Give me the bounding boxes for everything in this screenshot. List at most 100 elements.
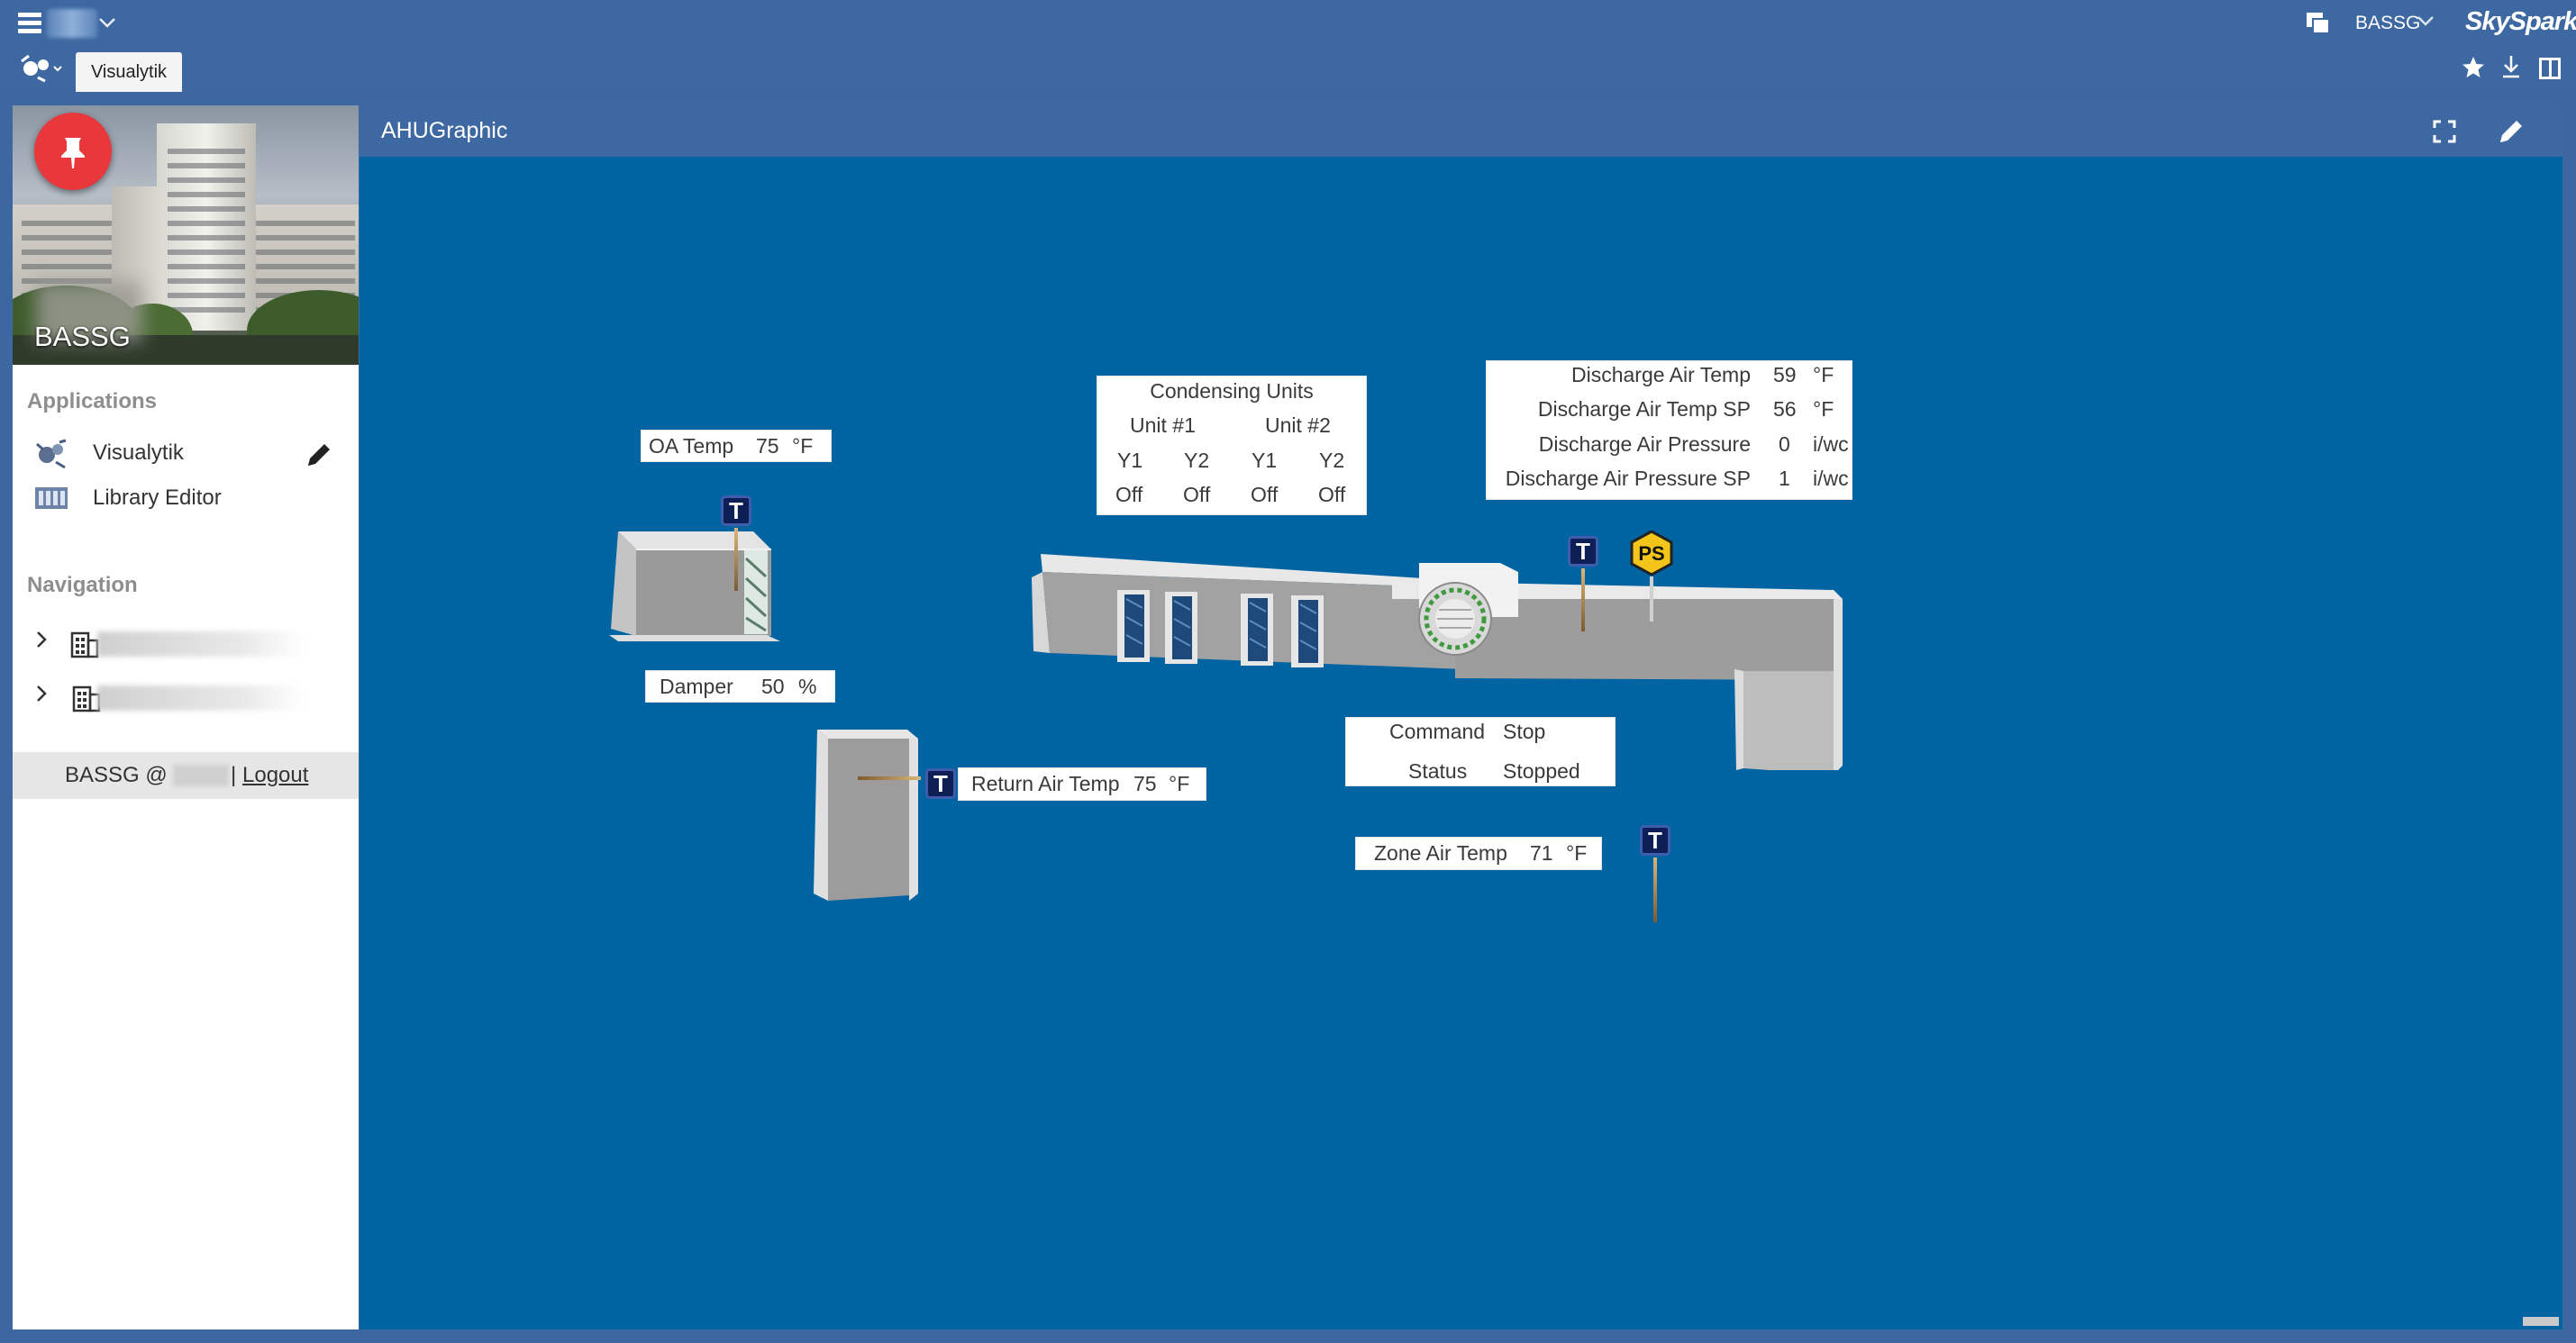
footer-separator: | [231,763,237,787]
discharge-air-pressure-value: 0 [1779,432,1790,456]
discharge-air-temp-value: 59 [1773,363,1797,386]
chevron-right-icon[interactable] [34,628,50,658]
outside-air-intake [609,531,780,641]
site-name: BASSG [34,321,131,352]
top-bar [0,0,2576,92]
discharge-air-temp-sp-unit: °F [1813,397,1834,421]
nav-label-redacted [97,631,305,657]
unit-1-label: Unit #1 [1130,413,1196,437]
unit-1-y2-label: Y2 [1184,449,1210,472]
damper-value: 50 [761,675,785,698]
discharge-air-pressure-sp-label: Discharge Air Pressure SP [1505,467,1751,490]
discharge-air-pressure-unit: i/wc [1813,432,1849,456]
sensor-probe [734,528,738,591]
discharge-air-temp-sp-label: Discharge Air Temp SP [1537,397,1751,421]
return-air-duct [814,730,918,901]
user-menu[interactable]: BASSG [2355,13,2421,33]
logout-link[interactable]: Logout [242,763,309,787]
app-item-library-editor[interactable]: Library Editor [34,482,341,518]
app-switcher-button[interactable] [18,54,65,83]
sensor-probe [1581,568,1585,631]
oa-temp-value: 75 [756,434,779,458]
unit-1-y1-state: Off [1115,483,1143,506]
brand-logo: SkySpark [2465,7,2576,36]
unit-2-y1-state: Off [1251,483,1279,506]
damper-label: Damper [660,675,733,698]
app-label: Library Editor [93,485,222,510]
footer-user: BASSG @ [65,763,168,787]
chevron-down-icon[interactable] [2416,11,2435,36]
condensing-units-title: Condensing Units [1150,379,1314,403]
sensor-probe [1650,576,1653,622]
return-air-temp-unit: °F [1169,772,1190,795]
nav-label-redacted [97,685,305,711]
damper-box: Damper 50 % [645,670,835,703]
zone-air-temp-value: 71 [1530,841,1553,865]
tab-visualytik[interactable]: Visualytik [76,52,182,92]
sensor-probe [1653,858,1657,922]
app-label: Visualytik [93,440,184,465]
nav-item[interactable] [34,678,332,718]
oa-temp-unit: °F [792,434,814,458]
panel-title: AHUGraphic [381,118,508,143]
status-indicator [2523,1317,2559,1326]
star-icon[interactable] [2462,56,2485,86]
return-air-temp-label: Return Air Temp [971,772,1120,795]
building-icon [72,685,101,712]
unit-2-y1-label: Y1 [1252,449,1278,472]
visualytik-icon [36,439,67,469]
visualytik-icon [21,54,62,83]
fan-command-label: Command [1389,720,1486,743]
project-selector[interactable] [47,9,97,38]
building-icon [70,631,99,658]
hamburger-icon[interactable] [18,13,41,34]
fullscreen-icon[interactable] [2433,120,2456,143]
app-item-visualytik[interactable]: Visualytik [34,437,341,473]
oa-temp-label: OA Temp [649,434,734,458]
navigation-heading: Navigation [27,573,138,597]
pressure-sensor-icon: PS [1630,531,1673,576]
condensing-units-box: Condensing Units Unit #1 Unit #2 Y1 Y2 Y… [1097,376,1367,515]
unit-2-y2-state: Off [1318,483,1346,506]
temperature-sensor-icon: T [925,768,956,799]
discharge-air-temp-label: Discharge Air Temp [1571,363,1751,386]
pressure-sensor-label: PS [1638,542,1664,565]
pin-icon [61,138,85,168]
site-hero-image [13,105,359,365]
zone-air-temp-unit: °F [1566,841,1588,865]
discharge-air-pressure-label: Discharge Air Pressure [1538,432,1751,456]
windows-icon[interactable] [2305,11,2332,36]
download-icon[interactable] [2500,54,2522,86]
discharge-air-box: Discharge Air Temp 59 °F Discharge Air T… [1486,360,1852,500]
chevron-right-icon[interactable] [34,682,50,712]
unit-2-label: Unit #2 [1265,413,1331,437]
oa-temp-box: OA Temp 75 °F [641,430,832,462]
air-handler-unit [1032,554,1843,770]
panel-header [360,105,2562,157]
return-air-temp-box: Return Air Temp 75 °F [958,767,1206,801]
library-icon [35,487,68,509]
pencil-icon[interactable] [2497,117,2526,146]
pin-button[interactable] [34,113,112,190]
chevron-down-icon[interactable] [97,11,117,39]
layout-icon[interactable] [2539,58,2561,79]
pencil-icon[interactable] [305,440,333,469]
footer-host-redacted [173,765,229,786]
damper-unit: % [798,675,817,698]
fan-status-label: Status [1408,759,1468,783]
temperature-sensor-icon: T [721,495,751,526]
discharge-air-temp-sp-value: 56 [1773,397,1797,421]
unit-1-y1-label: Y1 [1117,449,1143,472]
sensor-probe [858,776,921,780]
applications-heading: Applications [27,389,158,413]
fan-status-value: Stopped [1503,759,1580,783]
unit-2-y2-label: Y2 [1319,449,1345,472]
discharge-air-pressure-sp-unit: i/wc [1813,467,1849,490]
discharge-air-pressure-sp-value: 1 [1779,467,1790,490]
discharge-air-temp-unit: °F [1813,363,1834,386]
zone-air-temp-box: Zone Air Temp 71 °F [1355,837,1602,870]
temperature-sensor-icon: T [1640,825,1670,856]
nav-item[interactable] [34,624,332,664]
unit-1-y2-state: Off [1183,483,1211,506]
fan-status-box: Command Stop Status Stopped [1345,717,1616,786]
